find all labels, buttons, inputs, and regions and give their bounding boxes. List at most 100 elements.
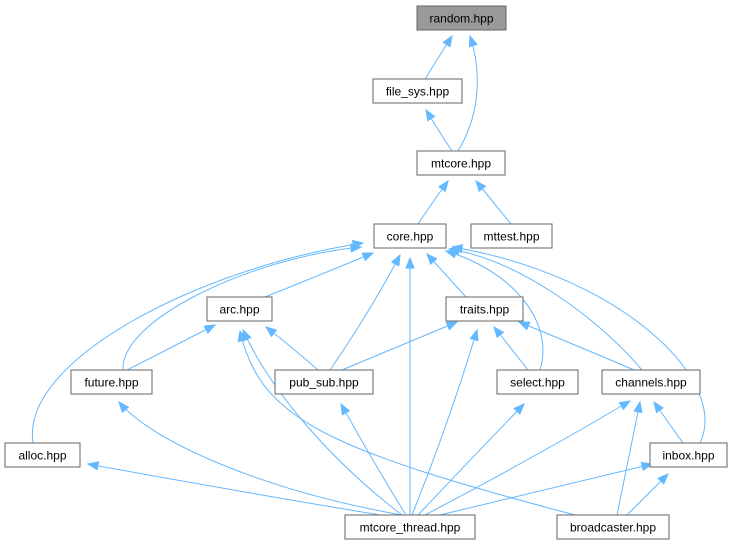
node-label: file_sys.hpp bbox=[386, 85, 450, 99]
edge-arrowhead bbox=[618, 400, 632, 411]
edge-broadcaster-to-channels bbox=[616, 400, 643, 516]
edge-select-to-traits bbox=[493, 325, 529, 371]
node-channels-hpp[interactable]: channels.hpp bbox=[601, 369, 701, 395]
edge-arrowhead bbox=[513, 403, 525, 415]
node-select-hpp[interactable]: select.hpp bbox=[496, 369, 579, 395]
edge-arrowhead bbox=[203, 324, 217, 335]
edge-arrowhead bbox=[426, 253, 438, 265]
node-inbox-hpp[interactable]: inbox.hpp bbox=[649, 442, 728, 468]
edge-arrowhead bbox=[640, 461, 654, 472]
edge-line bbox=[439, 463, 653, 516]
edge-line bbox=[518, 321, 635, 371]
edge-line bbox=[118, 401, 403, 516]
edge-line bbox=[457, 35, 478, 152]
node-label: broadcaster.hpp bbox=[570, 521, 656, 535]
node-alloc-hpp[interactable]: alloc.hpp bbox=[4, 442, 81, 468]
node-mtcore-hpp[interactable]: mtcore.hpp bbox=[416, 150, 506, 176]
edge-mtcore-thread-to-pub-sub bbox=[340, 402, 407, 516]
edge-inbox-to-channels bbox=[653, 400, 684, 444]
edge-broadcaster-to-inbox bbox=[626, 473, 669, 516]
node-label: pub_sub.hpp bbox=[289, 376, 359, 390]
node-mtcore-thread-hpp[interactable]: mtcore_thread.hpp bbox=[344, 514, 476, 540]
graph-edges bbox=[31, 34, 706, 516]
edge-arrowhead bbox=[390, 253, 401, 267]
edge-mtcore-thread-to-inbox bbox=[439, 461, 654, 516]
edge-arrowhead bbox=[517, 321, 531, 331]
edge-mtcore-thread-to-traits bbox=[411, 328, 479, 516]
edge-arrowhead bbox=[493, 325, 505, 339]
edge-line bbox=[448, 248, 643, 371]
edge-line bbox=[411, 329, 478, 516]
edge-line bbox=[341, 321, 458, 371]
edge-file-sys-to-random bbox=[424, 34, 453, 80]
edge-arrowhead bbox=[442, 34, 453, 48]
edge-pub-sub-to-arc bbox=[264, 326, 319, 371]
edge-arrowhead bbox=[450, 244, 464, 254]
edge-arrowhead bbox=[405, 256, 415, 269]
node-label: future.hpp bbox=[84, 376, 138, 390]
edge-line bbox=[340, 403, 407, 516]
node-label: inbox.hpp bbox=[662, 449, 714, 463]
edge-line bbox=[239, 330, 576, 516]
edge-line bbox=[242, 329, 403, 516]
edge-arrowhead bbox=[264, 326, 278, 338]
edge-line bbox=[122, 246, 362, 371]
node-file-sys-hpp[interactable]: file_sys.hpp bbox=[372, 78, 463, 104]
node-label: mtcore_thread.hpp bbox=[360, 521, 461, 535]
node-label: mttest.hpp bbox=[483, 230, 539, 244]
edge-mtcore-thread-to-select bbox=[417, 403, 525, 516]
edge-inbox-to-core bbox=[450, 244, 706, 444]
edge-arrowhead bbox=[86, 461, 100, 471]
edge-arrowhead bbox=[469, 328, 479, 342]
node-label: random.hpp bbox=[429, 12, 493, 26]
edge-mtcore-thread-to-future bbox=[118, 400, 403, 516]
edge-broadcaster-to-arc bbox=[237, 329, 576, 516]
edge-pub-sub-to-traits bbox=[341, 321, 459, 371]
edge-core-to-mtcore bbox=[417, 179, 449, 225]
node-mttest-hpp[interactable]: mttest.hpp bbox=[470, 223, 553, 249]
edge-line bbox=[451, 246, 706, 444]
node-broadcaster-hpp[interactable]: broadcaster.hpp bbox=[556, 514, 670, 540]
edge-line bbox=[264, 252, 374, 298]
node-pub-sub-hpp[interactable]: pub_sub.hpp bbox=[274, 369, 374, 395]
node-label: core.hpp bbox=[387, 230, 434, 244]
edge-mtcore-thread-to-channels bbox=[424, 400, 632, 516]
edge-arrowhead bbox=[425, 108, 436, 122]
edge-line bbox=[31, 242, 364, 444]
edge-arc-to-core bbox=[264, 252, 375, 298]
edge-arrowhead bbox=[437, 179, 449, 193]
edge-traits-to-core bbox=[426, 253, 467, 298]
edge-pub-sub-to-core bbox=[329, 253, 401, 371]
edge-arrowhead bbox=[237, 329, 247, 343]
edge-channels-to-traits bbox=[517, 321, 635, 371]
edge-mtcore-thread-to-alloc bbox=[86, 461, 381, 516]
node-label: mtcore.hpp bbox=[431, 157, 491, 171]
edge-arrowhead bbox=[657, 473, 669, 485]
edge-line bbox=[87, 463, 381, 516]
edge-mtcore-thread-to-arc bbox=[242, 328, 403, 516]
node-label: arc.hpp bbox=[219, 303, 259, 317]
edge-line bbox=[616, 401, 641, 516]
node-core-hpp[interactable]: core.hpp bbox=[373, 223, 447, 249]
graph-nodes: random.hpp file_sys.hpp mtcore.hpp core.… bbox=[4, 5, 728, 540]
node-label: select.hpp bbox=[510, 376, 565, 390]
edge-arrowhead bbox=[118, 400, 130, 414]
edge-arrowhead bbox=[351, 239, 365, 250]
edge-line bbox=[329, 254, 401, 371]
edge-mttest-to-mtcore bbox=[475, 179, 512, 225]
edge-future-to-arc bbox=[126, 324, 217, 371]
edge-arrowhead bbox=[468, 34, 478, 48]
node-arc-hpp[interactable]: arc.hpp bbox=[206, 296, 273, 322]
node-label: traits.hpp bbox=[460, 303, 510, 317]
edge-arrowhead bbox=[653, 400, 664, 414]
edge-arrowhead bbox=[475, 179, 487, 193]
edge-line bbox=[424, 400, 631, 516]
edge-arrowhead bbox=[445, 321, 459, 331]
node-future-hpp[interactable]: future.hpp bbox=[70, 369, 153, 395]
edge-alloc-to-core bbox=[31, 239, 365, 444]
edge-line bbox=[417, 403, 525, 516]
edge-arrowhead bbox=[633, 400, 643, 414]
node-traits-hpp[interactable]: traits.hpp bbox=[445, 296, 524, 322]
node-label: channels.hpp bbox=[615, 376, 687, 390]
